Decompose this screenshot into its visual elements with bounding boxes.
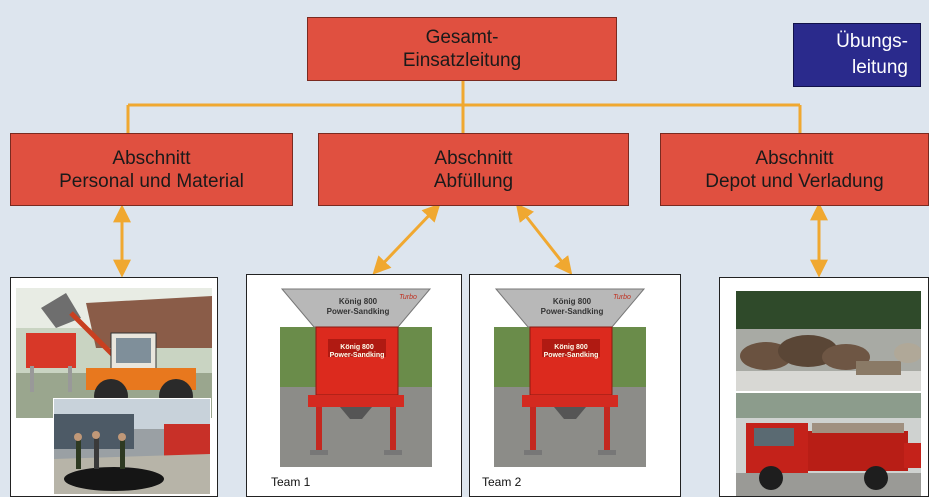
exercise-control-line1: Übungs- — [836, 31, 908, 52]
section-label: Abschnitt — [755, 147, 834, 169]
overall-command-box: Gesamt- Einsatzleitung — [307, 17, 617, 81]
workers-photo — [53, 398, 211, 495]
loader-photo — [16, 288, 212, 418]
panel-personnel-photos — [10, 277, 218, 497]
sandbag-depot-photo — [736, 291, 921, 391]
section-title: Personal und Material — [59, 170, 244, 192]
section-label: Abschnitt — [112, 147, 191, 169]
team1-label: Team 1 — [271, 475, 311, 489]
section-title: Depot und Verladung — [705, 170, 884, 192]
overall-command-line2: Einsatzleitung — [402, 50, 522, 71]
panel-depot-photos — [719, 277, 929, 497]
section-depot-loading: Abschnitt Depot und Verladung — [660, 133, 929, 206]
exercise-control-line2: leitung — [852, 57, 908, 78]
team2-label: Team 2 — [482, 475, 522, 489]
svg-text:König 800: König 800 — [340, 344, 374, 351]
section-label: Abschnitt — [434, 147, 513, 169]
panel-team1: König 800 Power-Sandking Turbo König 800… — [246, 274, 462, 497]
arrow-team2 — [515, 203, 573, 275]
machine-brand-text: König 800 — [339, 297, 378, 306]
truck-photo — [736, 393, 921, 496]
sandbag-machine-photo: König 800 Power-Sandking Turbo König 800… — [494, 287, 646, 467]
arrow-team1 — [372, 203, 441, 275]
machine-brand-text: König 800 — [553, 297, 592, 306]
exercise-control-box: Übungs- leitung — [793, 23, 921, 87]
svg-text:Power-Sandking: Power-Sandking — [330, 352, 385, 359]
overall-command-line1: Gesamt- — [425, 27, 499, 48]
section-title: Abfüllung — [433, 170, 514, 192]
machine-badge-text: Turbo — [613, 294, 631, 301]
section-filling: Abschnitt Abfüllung — [318, 133, 629, 206]
machine-model-text: Power-Sandking — [327, 307, 390, 316]
svg-text:König 800: König 800 — [554, 344, 588, 351]
machine-model-text: Power-Sandking — [541, 307, 604, 316]
sandbag-machine-photo: König 800 Power-Sandking Turbo König 800… — [280, 287, 432, 467]
section-personnel-material: Abschnitt Personal und Material — [10, 133, 293, 206]
panel-team2: König 800 Power-Sandking Turbo König 800… — [469, 274, 681, 497]
machine-badge-text: Turbo — [399, 294, 417, 301]
svg-text:Power-Sandking: Power-Sandking — [544, 352, 599, 359]
